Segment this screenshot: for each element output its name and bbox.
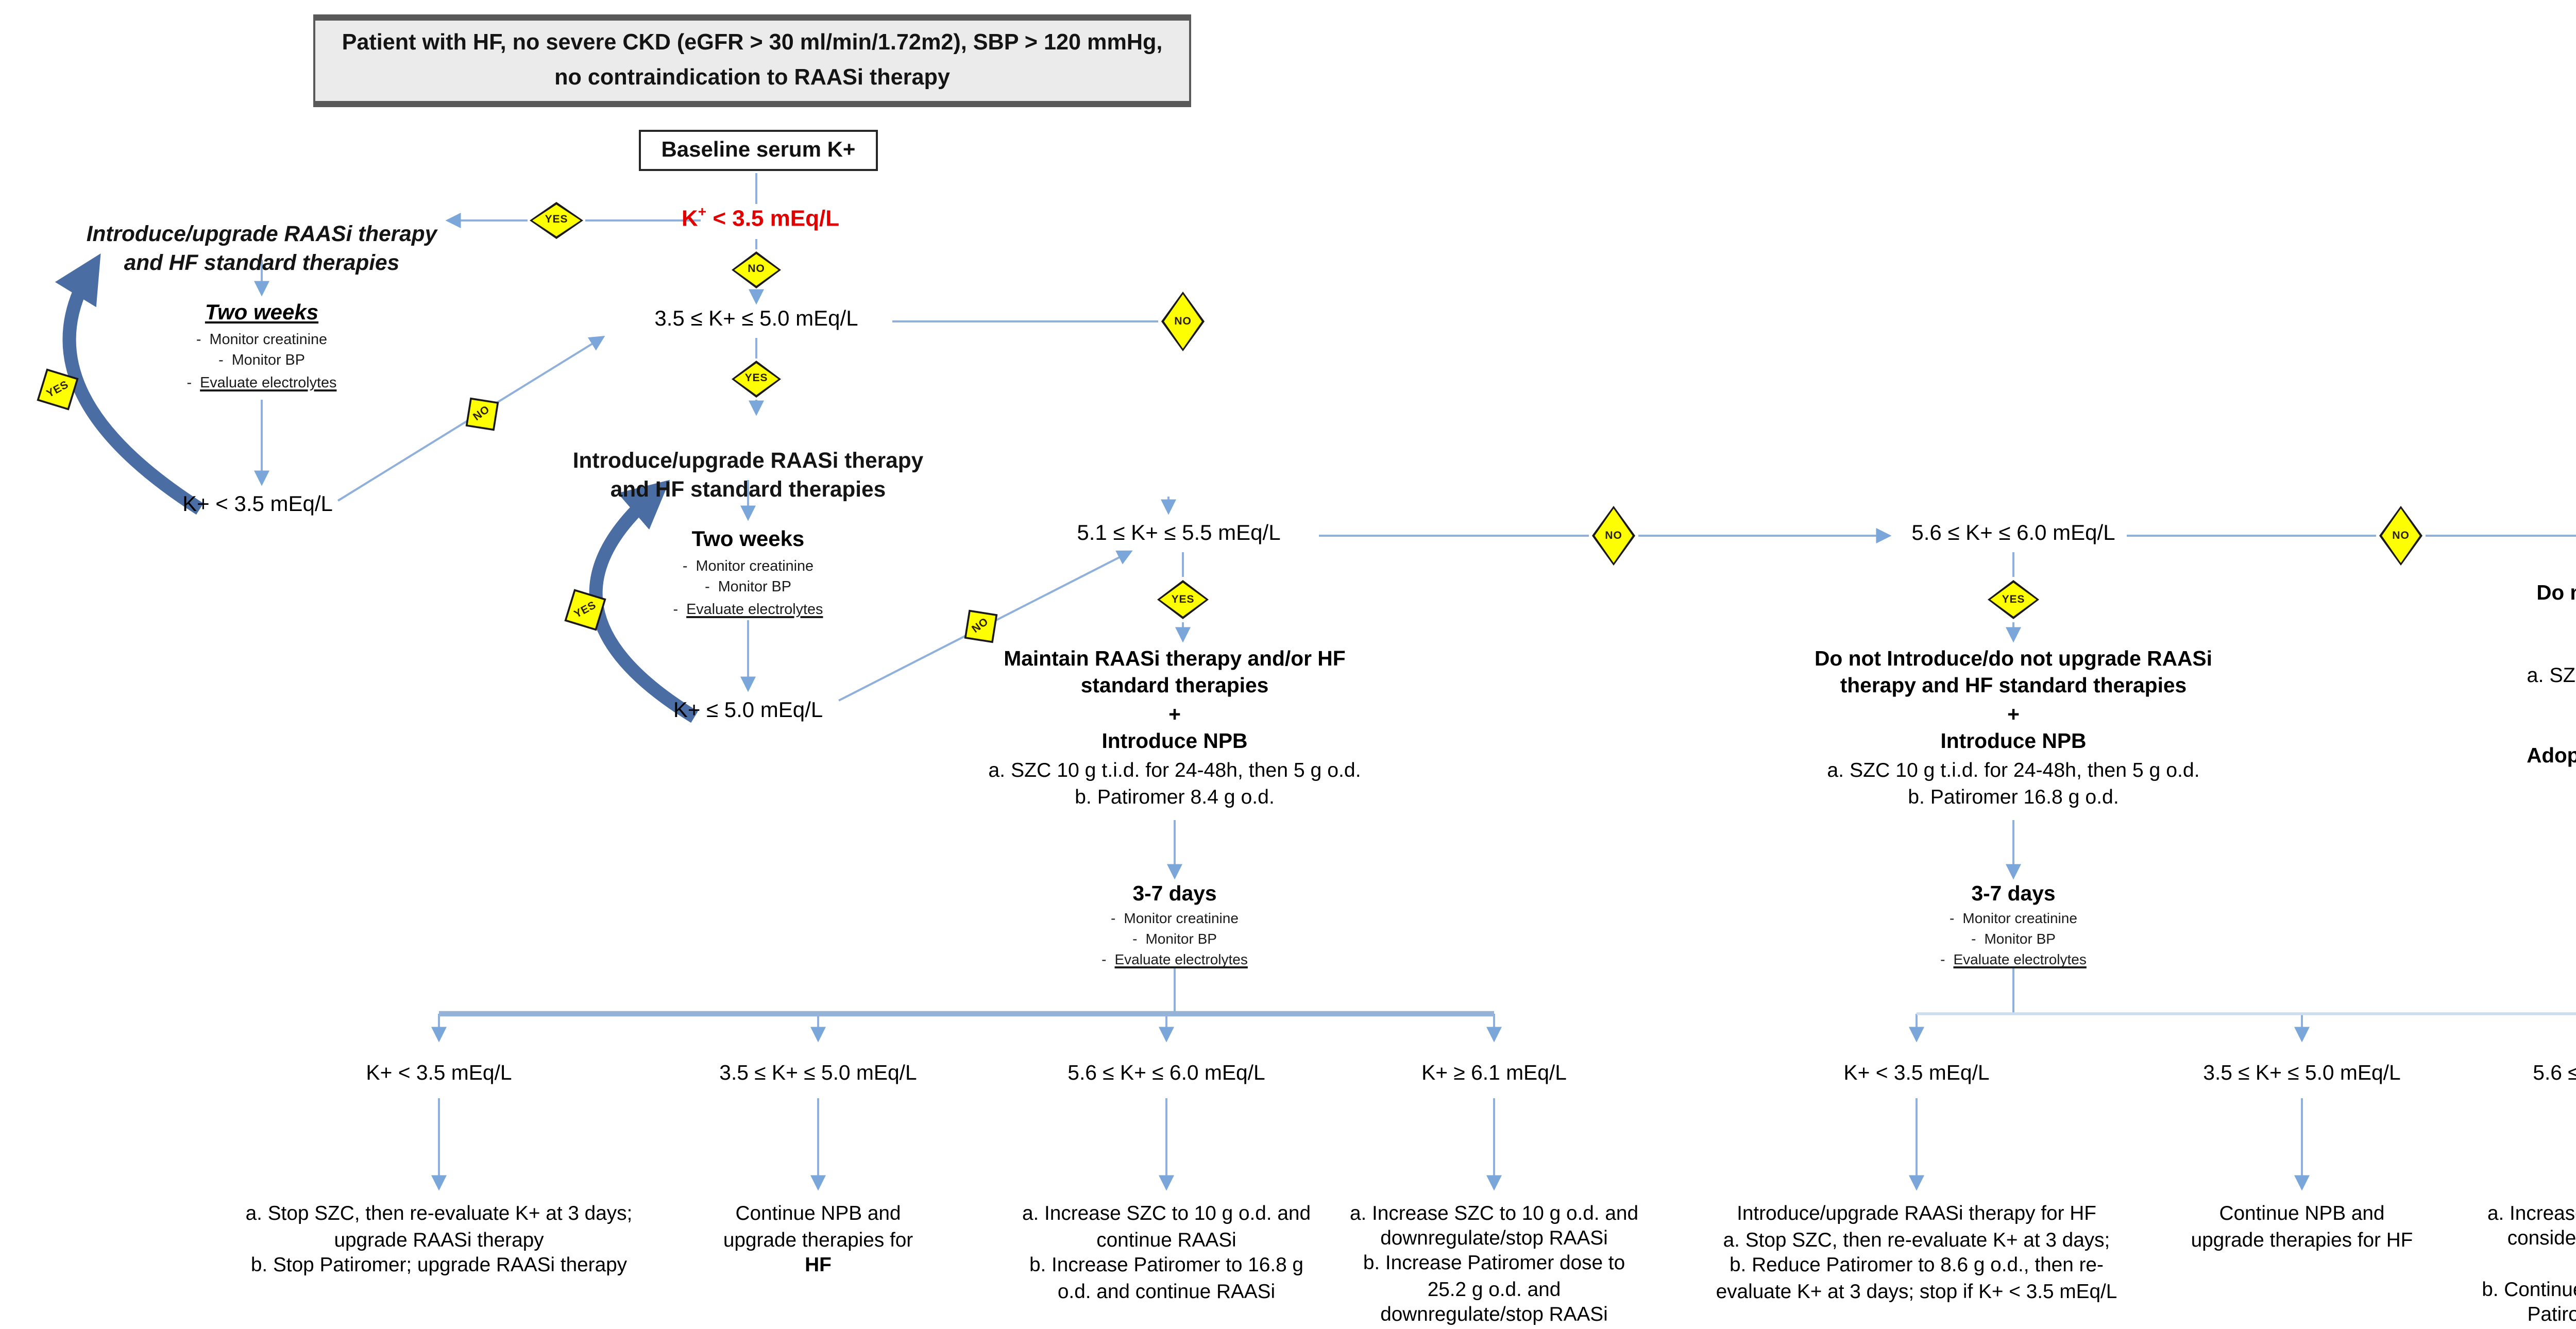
entry-51-55-label: 5.1 ≤ K+ ≤ 5.5 mEq/L	[1077, 521, 1281, 546]
baseline-serum-label: Baseline serum K+	[661, 138, 856, 163]
right-37-days-label: 3-7 days	[1971, 884, 2056, 907]
no-diamond-after-35-50: NO	[1161, 292, 1205, 351]
fl-col1-label: K+ < 3.5 mEq/L	[366, 1063, 512, 1086]
entry-56-60-label: 5.6 ≤ K+ ≤ 6.0 mEq/L	[1911, 521, 2115, 546]
left-result-k-below-35: K+ < 3.5 mEq/L	[182, 492, 333, 517]
fr-col2-text: Continue NPB and upgrade therapies for H…	[2191, 1203, 2413, 1252]
fl-col2-text: Continue NPB and upgrade therapies for H…	[723, 1203, 913, 1278]
patient-criteria-box: Patient with HF, no severe CKD (eGFR > 3…	[313, 14, 1191, 108]
mid-two-weeks-label: Two weeks	[691, 527, 805, 552]
fr-col1-text: Introduce/upgrade RAASi therapy for HF a…	[1716, 1203, 2117, 1304]
no-diamond-after-56-60: NO	[2379, 506, 2422, 566]
k-below-35-alert-label: K+ < 3.5 mEq/L	[681, 206, 840, 232]
do-not-upgrade-block: Do not Introduce/do not upgrade RAASi th…	[1815, 649, 2212, 810]
yes-diamond-below-35-50: YES	[732, 361, 781, 398]
fl-col1-text: a. Stop SZC, then re-evaluate K+ at 3 da…	[245, 1203, 633, 1278]
fr-col3-label: 5.6 ≤ K+ ≤ 6.0 mEq/L	[2533, 1063, 2576, 1086]
entry-35-50-label: 3.5 ≤ K+ ≤ 5.0 mEq/L	[654, 307, 858, 332]
maintain-raasi-block: Maintain RAASi therapy and/or HF standar…	[988, 649, 1361, 810]
stop-raasi-severe-hk-block: Do not Introduce/stop RAASi therapy + In…	[2527, 583, 2576, 769]
yes-diamond-below-56-60: YES	[1988, 580, 2039, 619]
fl-col3-text: a. Increase SZC to 10 g o.d. and continu…	[1022, 1203, 1311, 1304]
yes-diamond-to-left-intro: YES	[530, 202, 583, 239]
mid-monitoring-list: -Monitor creatinine -Monitor BP -Evaluat…	[673, 556, 823, 618]
mid-37-days-label: 3-7 days	[1132, 884, 1217, 907]
mid-37-monitoring-list: -Monitor creatinine -Monitor BP -Evaluat…	[1101, 913, 1248, 969]
left-intro-raasi-text: Introduce/upgrade RAASi therapy and HF s…	[86, 222, 437, 276]
right-37-monitoring-list: -Monitor creatinine -Monitor BP -Evaluat…	[1940, 913, 2087, 969]
fr-col3-text: a. Increase SZC to 10 g o.d. and conside…	[2482, 1203, 2576, 1327]
fr-col1-label: K+ < 3.5 mEq/L	[1843, 1063, 1990, 1086]
fl-col4-label: K+ ≥ 6.1 mEq/L	[1421, 1063, 1567, 1086]
no-diamond-after-51-55: NO	[1592, 506, 1635, 566]
fr-col2-label: 3.5 ≤ K+ ≤ 5.0 mEq/L	[2203, 1063, 2401, 1086]
mid-intro-raasi-text: Introduce/upgrade RAASi therapy and HF s…	[572, 449, 924, 502]
left-two-weeks-label: Two weeks	[205, 301, 319, 326]
fl-col4-text: a. Increase SZC to 10 g o.d. and downreg…	[1349, 1203, 1638, 1327]
yes-diamond-below-51-55: YES	[1157, 580, 1209, 619]
fl-col3-label: 5.6 ≤ K+ ≤ 6.0 mEq/L	[1067, 1063, 1265, 1086]
fl-col2-label: 3.5 ≤ K+ ≤ 5.0 mEq/L	[719, 1063, 917, 1086]
baseline-serum-box: Baseline serum K+	[639, 130, 878, 171]
no-diamond-below-red: NO	[732, 251, 781, 288]
patient-criteria-text: Patient with HF, no severe CKD (eGFR > 3…	[342, 31, 1163, 90]
mid-result-k-below-50: K+ ≤ 5.0 mEq/L	[673, 698, 823, 723]
left-monitoring-list: -Monitor creatinine -Monitor BP -Evaluat…	[187, 330, 337, 391]
